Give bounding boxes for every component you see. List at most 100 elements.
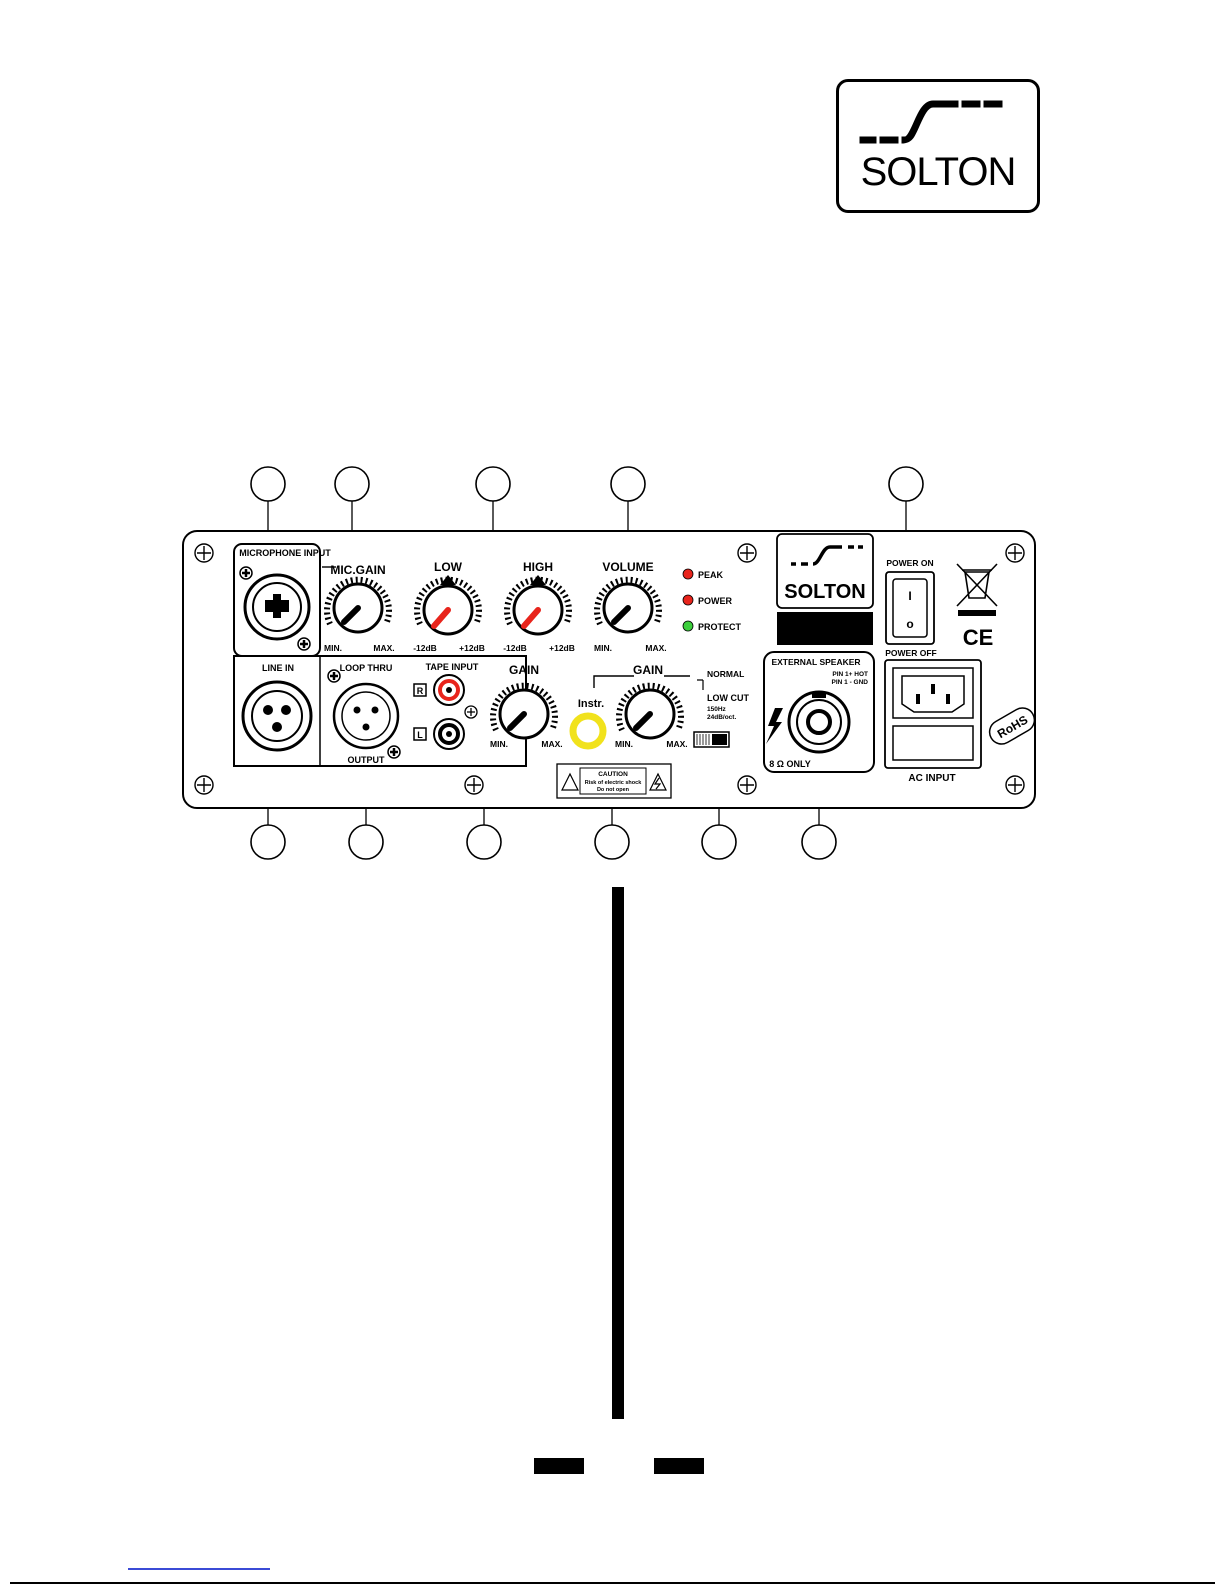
footer-rule xyxy=(10,1582,1215,1584)
bottom-bar-right xyxy=(654,1458,704,1474)
screw-icon xyxy=(464,775,484,795)
protect-led xyxy=(682,620,694,632)
callout-circle xyxy=(348,824,384,860)
tape-r-label: R xyxy=(417,686,424,696)
low-plus-label: +12dB xyxy=(459,643,485,653)
caution-title: CAUTION xyxy=(598,771,628,778)
low-cut-label: LOW CUT xyxy=(707,693,749,703)
ac-inlet[interactable] xyxy=(892,667,974,719)
low-eq-knob[interactable] xyxy=(414,575,482,636)
tape-l-label: L xyxy=(417,730,423,740)
loop-thru-output-jack[interactable] xyxy=(332,682,400,750)
black-label-plate xyxy=(777,612,873,645)
combo-jack[interactable] xyxy=(243,573,311,641)
callout-circle xyxy=(888,466,924,502)
weee-bin-icon xyxy=(956,563,998,616)
power-off-label: POWER OFF xyxy=(885,648,936,658)
instr-gain-min-label: MIN. xyxy=(615,739,633,749)
normal-label: NORMAL xyxy=(707,669,744,679)
volume-min-label: MIN. xyxy=(594,643,612,653)
microphone-input-label: MICROPHONE INPUT xyxy=(239,548,331,558)
low-minus-label: -12dB xyxy=(413,643,437,653)
callout-circle xyxy=(250,824,286,860)
screw-icon xyxy=(737,543,757,563)
protect-led-label: PROTECT xyxy=(698,622,742,632)
logo-wordmark: SOLTON xyxy=(860,150,1017,194)
screw-icon xyxy=(194,775,214,795)
panel-logo-wordmark: SOLTON xyxy=(784,581,865,603)
callout-circle xyxy=(701,824,737,860)
peak-led-label: PEAK xyxy=(698,570,724,580)
inputs-frame xyxy=(233,655,527,767)
power-on-label: POWER ON xyxy=(886,558,933,568)
low-cut-switch[interactable] xyxy=(693,731,730,748)
caution-line2: Do not open xyxy=(597,787,630,793)
power-switch-on-mark: I xyxy=(908,589,911,603)
mic-gain-label: MIC.GAIN xyxy=(330,563,385,577)
callout-circle xyxy=(610,466,646,502)
callout-circle xyxy=(475,466,511,502)
volume-label: VOLUME xyxy=(602,560,653,574)
electric-hazard-icon xyxy=(649,772,667,791)
screw-icon xyxy=(1005,775,1025,795)
instr-gain-max-label: MAX. xyxy=(666,739,687,749)
tape-input-label: TAPE INPUT xyxy=(426,662,479,672)
plus-icon xyxy=(387,745,401,759)
power-led xyxy=(682,594,694,606)
callout-circle xyxy=(801,824,837,860)
high-minus-label: -12dB xyxy=(503,643,527,653)
instr-gain-knob[interactable] xyxy=(616,682,684,740)
plus-icon xyxy=(239,566,253,580)
low-cut-freq-label: 150Hz xyxy=(707,706,727,713)
pin-gnd-label: PIN 1 - GND xyxy=(832,679,869,686)
high-eq-knob[interactable] xyxy=(504,575,572,636)
loop-thru-label: LOOP THRU xyxy=(340,663,393,673)
tape-input-l-jack[interactable] xyxy=(433,718,465,750)
power-switch-off-mark: o xyxy=(906,617,913,631)
volume-knob[interactable] xyxy=(594,576,662,634)
peak-led xyxy=(682,568,694,580)
fuse-holder xyxy=(892,725,974,761)
logo-mark-icon xyxy=(859,100,1003,144)
callout-circle xyxy=(594,824,630,860)
tape-input-r-jack[interactable] xyxy=(433,674,465,706)
solton-logo: SOLTON xyxy=(836,79,1040,213)
ac-input-label: AC INPUT xyxy=(908,773,955,784)
pin-hot-label: PIN 1+ HOT xyxy=(832,671,868,678)
power-switch[interactable] xyxy=(892,578,928,638)
screw-icon xyxy=(464,705,478,719)
screw-icon xyxy=(737,775,757,795)
mic-gain-min-label: MIN. xyxy=(324,643,342,653)
line-in-label: LINE IN xyxy=(262,663,294,673)
panel-logo-mark-icon xyxy=(791,545,863,566)
low-cut-slope-label: 24dB/oct. xyxy=(707,714,736,721)
mic-gain-knob[interactable] xyxy=(324,576,392,634)
divider-line xyxy=(612,887,624,1419)
external-speaker-label: EXTERNAL SPEAKER xyxy=(771,657,860,667)
instr-gain-label: GAIN xyxy=(633,663,663,677)
callout-group xyxy=(250,466,924,860)
instr-label: Instr. xyxy=(578,698,604,710)
caution-line1: Risk of electric shock xyxy=(585,780,642,786)
line-gain-max-label: MAX. xyxy=(541,739,562,749)
lightning-icon xyxy=(766,708,783,744)
screw-icon xyxy=(194,543,214,563)
speakon-jack[interactable] xyxy=(787,690,851,754)
line-gain-knob[interactable] xyxy=(490,682,558,740)
line-in-jack[interactable] xyxy=(241,680,313,752)
warning-triangle-icon xyxy=(561,772,579,791)
plus-icon xyxy=(297,637,311,651)
high-plus-label: +12dB xyxy=(549,643,575,653)
line-gain-min-label: MIN. xyxy=(490,739,508,749)
high-label: HIGH xyxy=(523,560,553,574)
power-led-label: POWER xyxy=(698,596,733,606)
screw-icon xyxy=(1005,543,1025,563)
callout-circle xyxy=(334,466,370,502)
footer-link-underline[interactable] xyxy=(128,1568,270,1570)
line-gain-label: GAIN xyxy=(509,663,539,677)
mic-gain-max-label: MAX. xyxy=(373,643,394,653)
instr-jack[interactable] xyxy=(569,712,607,750)
bottom-bar-left xyxy=(534,1458,584,1474)
low-label: LOW xyxy=(434,560,463,574)
panel-logo-badge xyxy=(776,533,874,609)
